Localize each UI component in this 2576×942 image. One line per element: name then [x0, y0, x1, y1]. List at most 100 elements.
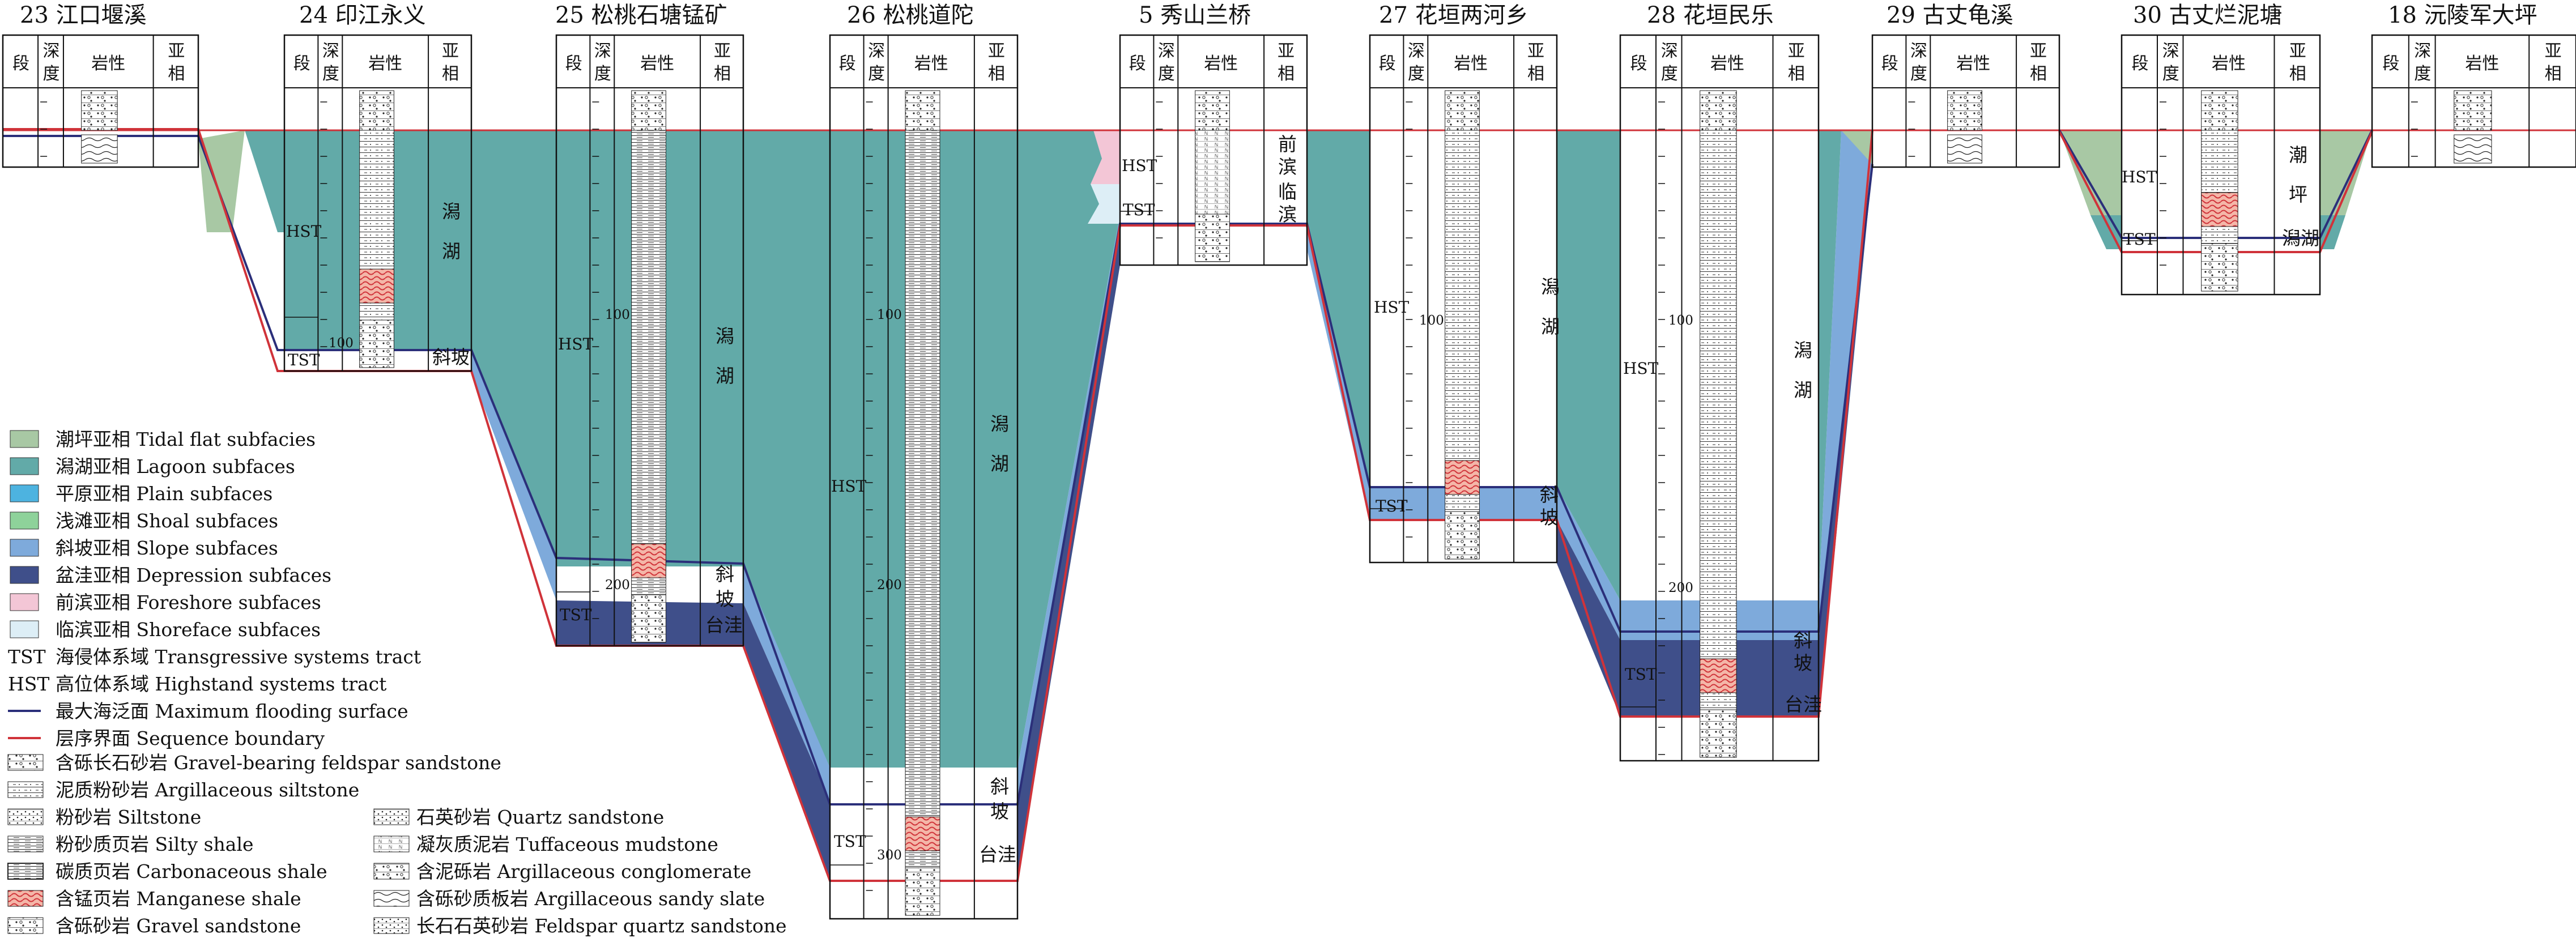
facies-slope: 斜坡 — [1540, 484, 1559, 528]
header-subfacies: 亚 — [1278, 41, 1295, 61]
legend-swatch — [10, 430, 39, 448]
foreshore-belt — [1091, 130, 1120, 184]
lithology-top-bed — [631, 90, 666, 131]
lith-swatch-carbonaceous-shale — [7, 863, 44, 880]
column-title-26: 26 松桃道陀 — [847, 2, 974, 28]
header-subfacies: 相 — [714, 64, 731, 84]
legend-lithology-left: 含砾长石砂岩 Gravel-bearing feldspar sandstone… — [7, 752, 501, 937]
facies-depression: 台洼 — [979, 843, 1016, 866]
column-frame — [2121, 34, 2321, 296]
tst-label: TST — [1625, 665, 1657, 684]
legend-swatch — [10, 593, 39, 611]
header-subfacies: 亚 — [714, 41, 731, 61]
lith-swatch-gravel-feldspar — [7, 754, 44, 771]
header-depth: 深 — [2162, 41, 2179, 61]
header-subfacies: 亚 — [1788, 41, 1805, 61]
header-subfacies: 相 — [2030, 64, 2047, 84]
legend-swatch — [10, 457, 39, 475]
facies-foreshore: 前滨 — [1278, 133, 1297, 178]
header-subfacies: 亚 — [1527, 41, 1544, 61]
header-subfacies: 相 — [988, 64, 1005, 84]
header-depth: 深 — [1661, 41, 1678, 61]
hst-label: HST — [286, 222, 322, 241]
lithology-base-bed — [905, 867, 940, 916]
hst-label: HST — [1623, 359, 1659, 378]
header-segment: 段 — [839, 54, 856, 74]
header-depth: 度 — [322, 64, 339, 84]
lithology-base-bed — [2201, 243, 2238, 292]
header-depth: 度 — [2162, 64, 2179, 84]
lith-swatch-tuffaceous-mudstone — [373, 836, 410, 853]
header-depth: 度 — [43, 64, 60, 84]
depth-tick: 100 — [329, 336, 354, 351]
header-depth: 深 — [1910, 41, 1927, 61]
facies-depression: 台洼 — [1785, 693, 1822, 715]
header-segment: 段 — [565, 54, 582, 74]
column-frame — [2, 34, 199, 168]
column-title-28: 28 花垣民乐 — [1647, 2, 1774, 28]
depression-belt — [743, 603, 830, 881]
lithology-base-bed — [1445, 511, 1480, 560]
facies-lagoon: 潟湖 — [1541, 276, 1560, 338]
tidal-flat-wedge — [2059, 130, 2122, 215]
hst-label: HST — [1122, 156, 1157, 175]
depth-tick: 100 — [605, 308, 630, 322]
header-subfacies: 相 — [1527, 64, 1544, 84]
legend-lith-label: 石英砂岩 Quartz sandstone — [416, 806, 664, 828]
facies-shoreface: 临滨 — [1278, 181, 1297, 225]
lithology-top-bed — [1947, 90, 1982, 131]
lagoon-belt-right — [1819, 130, 1841, 600]
hst-label: HST — [831, 477, 867, 496]
facies-lagoon: 潟湖 — [2282, 227, 2319, 249]
legend-swatch — [10, 620, 39, 638]
legend-line-label: 最大海泛面 Maximum flooding surface — [56, 700, 408, 722]
header-subfacies: 相 — [1278, 64, 1295, 84]
lithology-top-bed — [905, 90, 940, 131]
lith-swatch-gravel-sandstone — [7, 917, 44, 934]
legend-facies-label: 斜坡亚相 Slope subfaces — [56, 537, 278, 559]
column-title-18: 18 沅陵军大坪 — [2388, 2, 2537, 28]
lithology-top-bed — [1445, 90, 1480, 131]
tst-label: TST — [288, 351, 320, 369]
header-segment: 段 — [2382, 54, 2399, 74]
column-title-25: 25 松桃石塘锰矿 — [555, 2, 727, 28]
tidal-flat-wedge — [198, 130, 245, 232]
lith-swatch-argillaceous-sandy-slate — [373, 890, 410, 907]
legend-swatch — [10, 484, 39, 502]
facies-slope: 斜坡 — [716, 563, 734, 610]
lithology-main-bed — [1445, 130, 1480, 512]
legend-facies-label: 盆洼亚相 Depression subfaces — [56, 564, 331, 586]
slope-belt — [471, 351, 556, 600]
lithology-manganese-bed — [2201, 192, 2238, 227]
lithology-manganese-bed — [1700, 658, 1737, 693]
lithology-top-bed — [81, 90, 118, 131]
header-lithology: 岩性 — [914, 54, 948, 74]
lithology-base-bed — [1195, 214, 1230, 262]
header-lithology: 岩性 — [1710, 54, 1744, 74]
header-depth: 度 — [1408, 64, 1425, 84]
legend-tract-abbr: HST — [8, 673, 49, 695]
header-lithology: 岩性 — [640, 54, 674, 74]
header-depth: 深 — [322, 41, 339, 61]
header-lithology: 岩性 — [2465, 54, 2499, 74]
header-lithology: 岩性 — [368, 54, 402, 74]
facies-lagoon: 潟湖 — [1794, 339, 1812, 401]
legend-swatch — [10, 512, 39, 530]
facies-slope: 斜坡 — [432, 346, 470, 368]
lith-swatch-argillaceous-conglomerate — [373, 863, 410, 880]
lithology-manganese-bed — [1445, 460, 1480, 495]
lith-swatch-argillaceous-siltstone — [7, 781, 44, 798]
section-columns: 段深度岩性亚相段深度岩性亚相段深度岩性亚相段深度岩性亚相段深度岩性亚相段深度岩性… — [2, 34, 2576, 920]
header-depth: 度 — [1661, 64, 1678, 84]
column-frame — [829, 34, 1019, 920]
lithology-base-bed — [1947, 134, 1982, 164]
lithology-main-bed — [631, 130, 666, 595]
header-subfacies: 亚 — [442, 41, 459, 61]
legend-tract-abbr: TST — [8, 646, 46, 668]
legend-lith-label: 泥质粉砂岩 Argillaceous siltstone — [56, 779, 359, 801]
legend-tract-label: 高位体系域 Highstand systems tract — [56, 673, 386, 695]
legend-lith-label: 含砾砂岩 Gravel sandstone — [56, 915, 301, 937]
